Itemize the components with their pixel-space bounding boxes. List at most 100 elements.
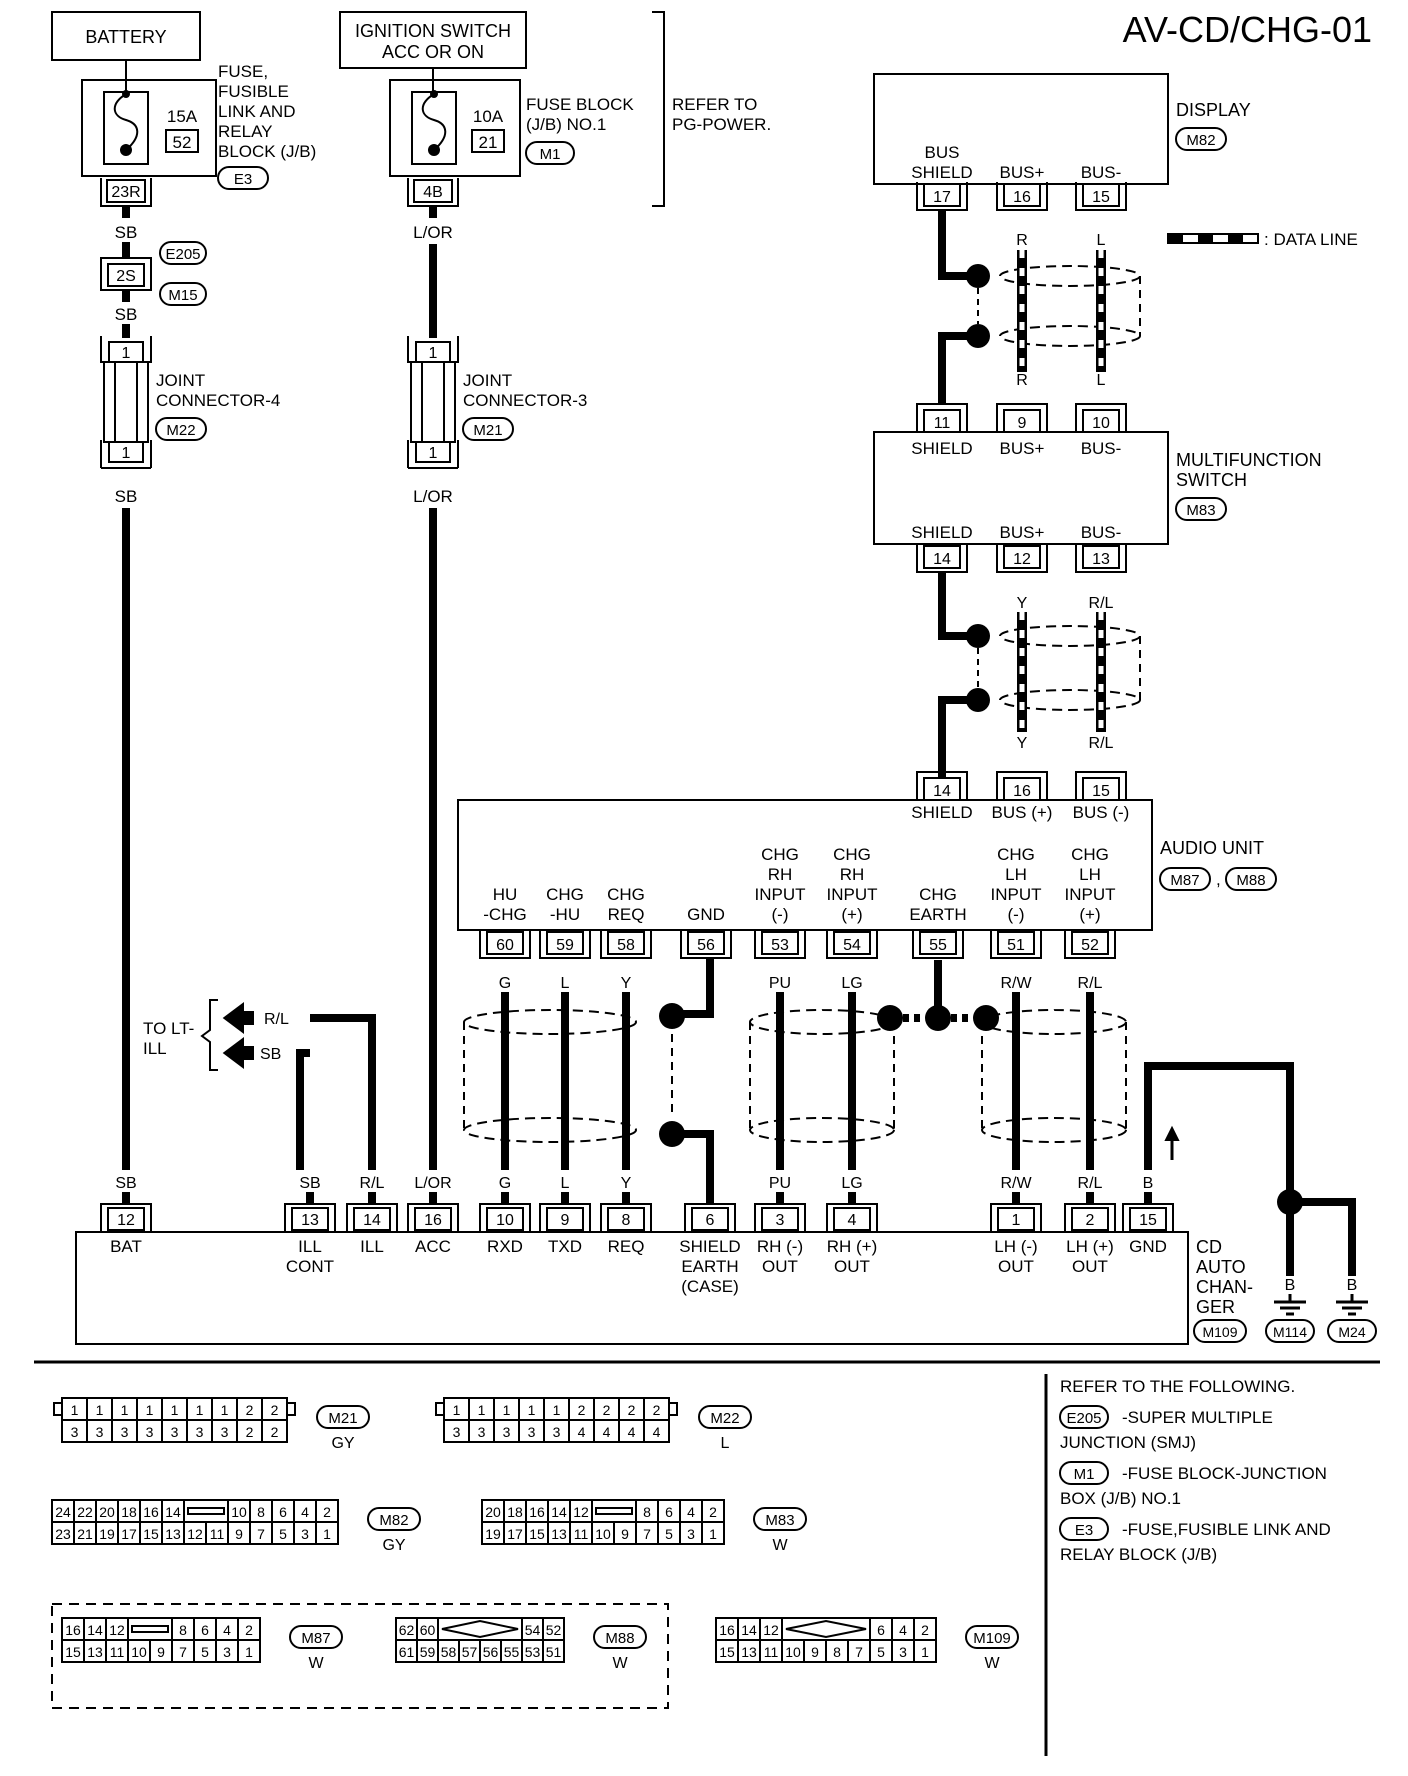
pin-label: ACC	[415, 1237, 451, 1256]
cavity-number: 2	[246, 1402, 254, 1418]
svg-text:ACC OR ON: ACC OR ON	[382, 42, 484, 62]
wire-color-sb: SB	[115, 223, 138, 242]
conn-m109-oval: M109	[1202, 1324, 1237, 1340]
pin-label: ILL	[360, 1237, 384, 1256]
joint-connector-4	[103, 361, 149, 443]
svg-text:9: 9	[1018, 415, 1027, 432]
svg-text:-SUPER MULTIPLE: -SUPER MULTIPLE	[1122, 1408, 1273, 1427]
connector-id: M83	[765, 1512, 794, 1529]
connector-color: W	[984, 1655, 1000, 1672]
cavity-number: 9	[811, 1644, 819, 1660]
wire-color: Y	[621, 1175, 632, 1192]
cavity-number: 3	[196, 1424, 204, 1440]
cavity-number: 1	[709, 1526, 717, 1542]
diagram-title: AV-CD/CHG-01	[1123, 9, 1372, 50]
svg-text:R: R	[1016, 372, 1028, 389]
wire-color: SB	[115, 1175, 136, 1192]
svg-text:Y: Y	[1017, 595, 1028, 612]
cavity-number: 8	[833, 1644, 841, 1660]
cavity-number: 2	[628, 1402, 636, 1418]
cavity-number: 5	[279, 1526, 287, 1542]
pin-label: RH	[840, 865, 865, 884]
svg-text:L/OR: L/OR	[413, 487, 453, 506]
connector-color: W	[612, 1655, 628, 1672]
conn-m22-oval: M22	[166, 422, 195, 439]
wire-color: B	[1285, 1277, 1296, 1294]
ground-conn: M24	[1338, 1324, 1365, 1340]
svg-text:L: L	[1097, 372, 1106, 389]
cavity-number: 12	[573, 1504, 589, 1520]
cavity-number: 1	[453, 1402, 461, 1418]
pin-label: TXD	[548, 1237, 582, 1256]
wire-color: PU	[769, 1175, 791, 1192]
battery-section: BATTERY 15A 52 FUSE, FUSIBLE LINK AND RE…	[51, 11, 316, 1170]
cavity-number: 15	[65, 1644, 81, 1660]
cavity-number: 7	[643, 1526, 651, 1542]
svg-text:PG-POWER.: PG-POWER.	[672, 115, 771, 134]
pin-label: -HU	[550, 905, 580, 924]
wire-color: B	[1143, 1175, 1154, 1192]
cavity-number: 7	[179, 1644, 187, 1660]
connector-id: M82	[379, 1512, 408, 1529]
cavity-number: 2	[271, 1402, 279, 1418]
svg-text:17: 17	[933, 189, 951, 206]
fuse-block-no1	[389, 79, 521, 177]
connector-color: W	[772, 1537, 788, 1554]
cavity-number: 1	[478, 1402, 486, 1418]
wire-color: PU	[769, 975, 791, 992]
svg-text:E205: E205	[1066, 1410, 1101, 1427]
cavity-number: 55	[504, 1644, 520, 1660]
cavity-number: 10	[131, 1644, 147, 1660]
svg-text:11: 11	[934, 415, 951, 432]
cavity-number: 3	[71, 1424, 79, 1440]
cavity-number: 14	[551, 1504, 567, 1520]
pin-label: OUT	[998, 1257, 1034, 1276]
pin-number: 2	[1086, 1212, 1095, 1229]
cavity-number: 4	[603, 1424, 611, 1440]
cavity-number: 3	[121, 1424, 129, 1440]
svg-text:M1: M1	[1074, 1466, 1095, 1483]
cavity-number: 1	[96, 1402, 104, 1418]
cavity-number: 3	[528, 1424, 536, 1440]
pin-label: CHG	[607, 885, 645, 904]
cavity-number: 1	[171, 1402, 179, 1418]
cavity-number: 16	[529, 1504, 545, 1520]
pin-label: RXD	[487, 1237, 523, 1256]
cavity-number: 62	[399, 1622, 415, 1638]
conn-m87-oval: M87	[1170, 872, 1199, 889]
cavity-number: 4	[223, 1622, 231, 1638]
key-icon	[785, 1619, 867, 1639]
pin-number: 13	[301, 1212, 319, 1229]
cavity-number: 10	[595, 1526, 611, 1542]
pin-label: REQ	[608, 905, 645, 924]
pin-number: 55	[929, 937, 947, 954]
conn-m88-oval: M88	[1236, 872, 1265, 889]
cavity-number: 21	[77, 1526, 93, 1542]
cavity-number: 2	[578, 1402, 586, 1418]
ignition-section: IGNITION SWITCH ACC OR ON 10A 21 FUSE BL…	[339, 11, 634, 1170]
svg-text:BOX (J/B) NO.1: BOX (J/B) NO.1	[1060, 1489, 1181, 1508]
svg-text:16: 16	[1013, 189, 1031, 206]
cavity-number: 7	[855, 1644, 863, 1660]
svg-text:BUS (-): BUS (-)	[1073, 803, 1130, 822]
pin-label: SHIELD	[679, 1237, 740, 1256]
conn-m83-oval: M83	[1186, 502, 1215, 519]
conn-e205-oval: E205	[165, 246, 200, 263]
pin-label: BAT	[110, 1237, 142, 1256]
wire-color: G	[499, 1175, 511, 1192]
display-label: DISPLAY	[1176, 100, 1251, 120]
connector-color: GY	[331, 1435, 354, 1452]
pin-number: 16	[424, 1212, 442, 1229]
cavity-number: 13	[741, 1644, 757, 1660]
connector-color: GY	[382, 1537, 405, 1554]
pin-label: (-)	[772, 905, 789, 924]
svg-text:R/L: R/L	[264, 1011, 289, 1028]
data-line-legend: : DATA LINE	[1167, 230, 1358, 249]
